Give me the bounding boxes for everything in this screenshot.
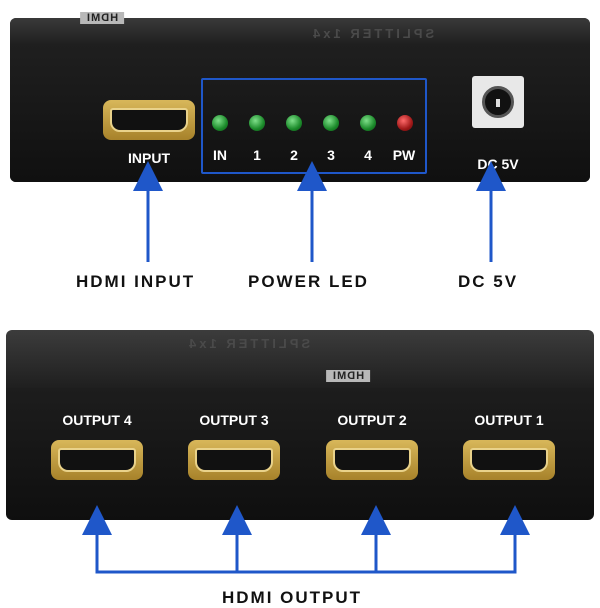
led-in — [212, 115, 228, 131]
callout-power-led: POWER LED — [248, 272, 369, 291]
led-label: 1 — [253, 147, 261, 163]
dc-power-jack[interactable] — [472, 76, 524, 128]
hdmi-output-3-port[interactable] — [188, 440, 280, 480]
output-1-label: OUTPUT 1 — [474, 412, 544, 428]
output-4-label: OUTPUT 4 — [62, 412, 132, 428]
hdmi-output-1-port[interactable] — [463, 440, 555, 480]
device-top-edge: HDMI SPLITTER 1x4 — [10, 12, 590, 44]
led-labels: IN 1 2 3 4 PW — [206, 147, 420, 165]
callout-hdmi-input: HDMI INPUT — [76, 272, 196, 291]
led-row — [212, 115, 413, 135]
hdmi-output-2-port[interactable] — [326, 440, 418, 480]
led-2 — [286, 115, 302, 131]
led-3 — [323, 115, 339, 131]
callout-hdmi-output: HDMI OUTPUT — [222, 588, 363, 607]
led-label: 4 — [364, 147, 372, 163]
led-label: 2 — [290, 147, 298, 163]
output-3-label: OUTPUT 3 — [199, 412, 269, 428]
output-2-label: OUTPUT 2 — [337, 412, 407, 428]
hdmi-output-4-port[interactable] — [51, 440, 143, 480]
hdmi-input-port[interactable] — [103, 100, 195, 140]
led-pw — [397, 115, 413, 131]
callout-dc-5v: DC 5V — [458, 272, 519, 291]
led-1 — [249, 115, 265, 131]
led-label: IN — [213, 147, 227, 163]
led-label: PW — [392, 147, 416, 163]
led-label: 3 — [327, 147, 335, 163]
device-top-edge: SPLITTER 1x4 HDMI — [6, 330, 594, 388]
output-bracket — [95, 525, 517, 574]
led-4 — [360, 115, 376, 131]
